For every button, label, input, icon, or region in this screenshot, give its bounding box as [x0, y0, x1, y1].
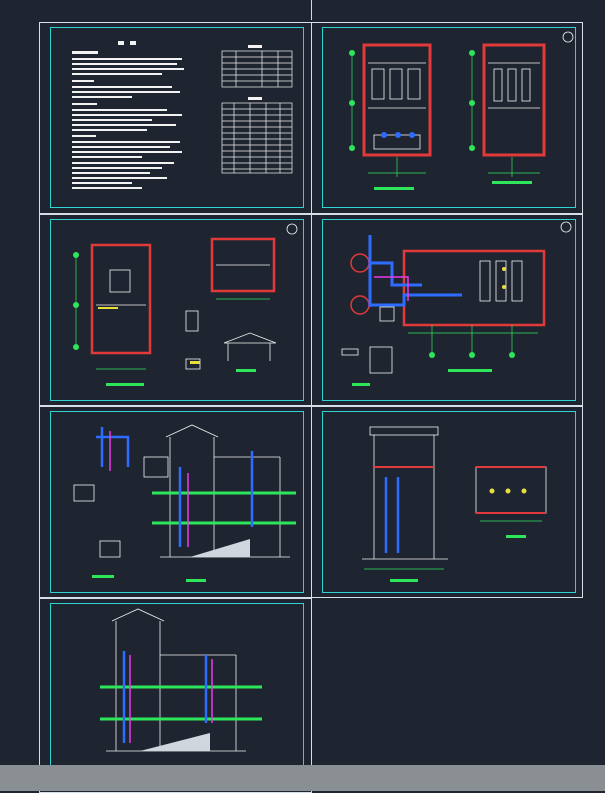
sheet-frame — [322, 27, 576, 208]
elevation-drawing — [73, 223, 298, 386]
sheet-section-c[interactable] — [39, 598, 312, 793]
sheet-section-b[interactable] — [311, 406, 583, 598]
sheet-design-notes[interactable] — [39, 22, 312, 214]
sheet-process-plan[interactable] — [311, 214, 583, 406]
status-bar — [0, 765, 605, 791]
section-c-drawing — [100, 608, 262, 772]
sheet-frame — [50, 411, 304, 593]
north-arrow-icon — [560, 221, 572, 233]
process-drawing — [341, 221, 572, 386]
sheet-section-a[interactable] — [39, 406, 312, 598]
sheet-floor-plans[interactable] — [311, 22, 583, 214]
section-a-drawing — [73, 424, 296, 582]
sheet-frame — [50, 27, 304, 208]
north-arrow-icon — [562, 31, 574, 43]
north-arrow-icon — [286, 223, 298, 235]
notes-drawing — [72, 41, 293, 189]
sheet-frame — [322, 219, 576, 401]
section-b-drawing — [362, 426, 547, 582]
sheet-plan-elevation[interactable] — [39, 214, 312, 406]
sheet-frame — [322, 411, 576, 593]
cursor-crosshair — [311, 0, 312, 20]
sheet-frame — [50, 219, 304, 401]
plan-drawing — [349, 31, 574, 190]
